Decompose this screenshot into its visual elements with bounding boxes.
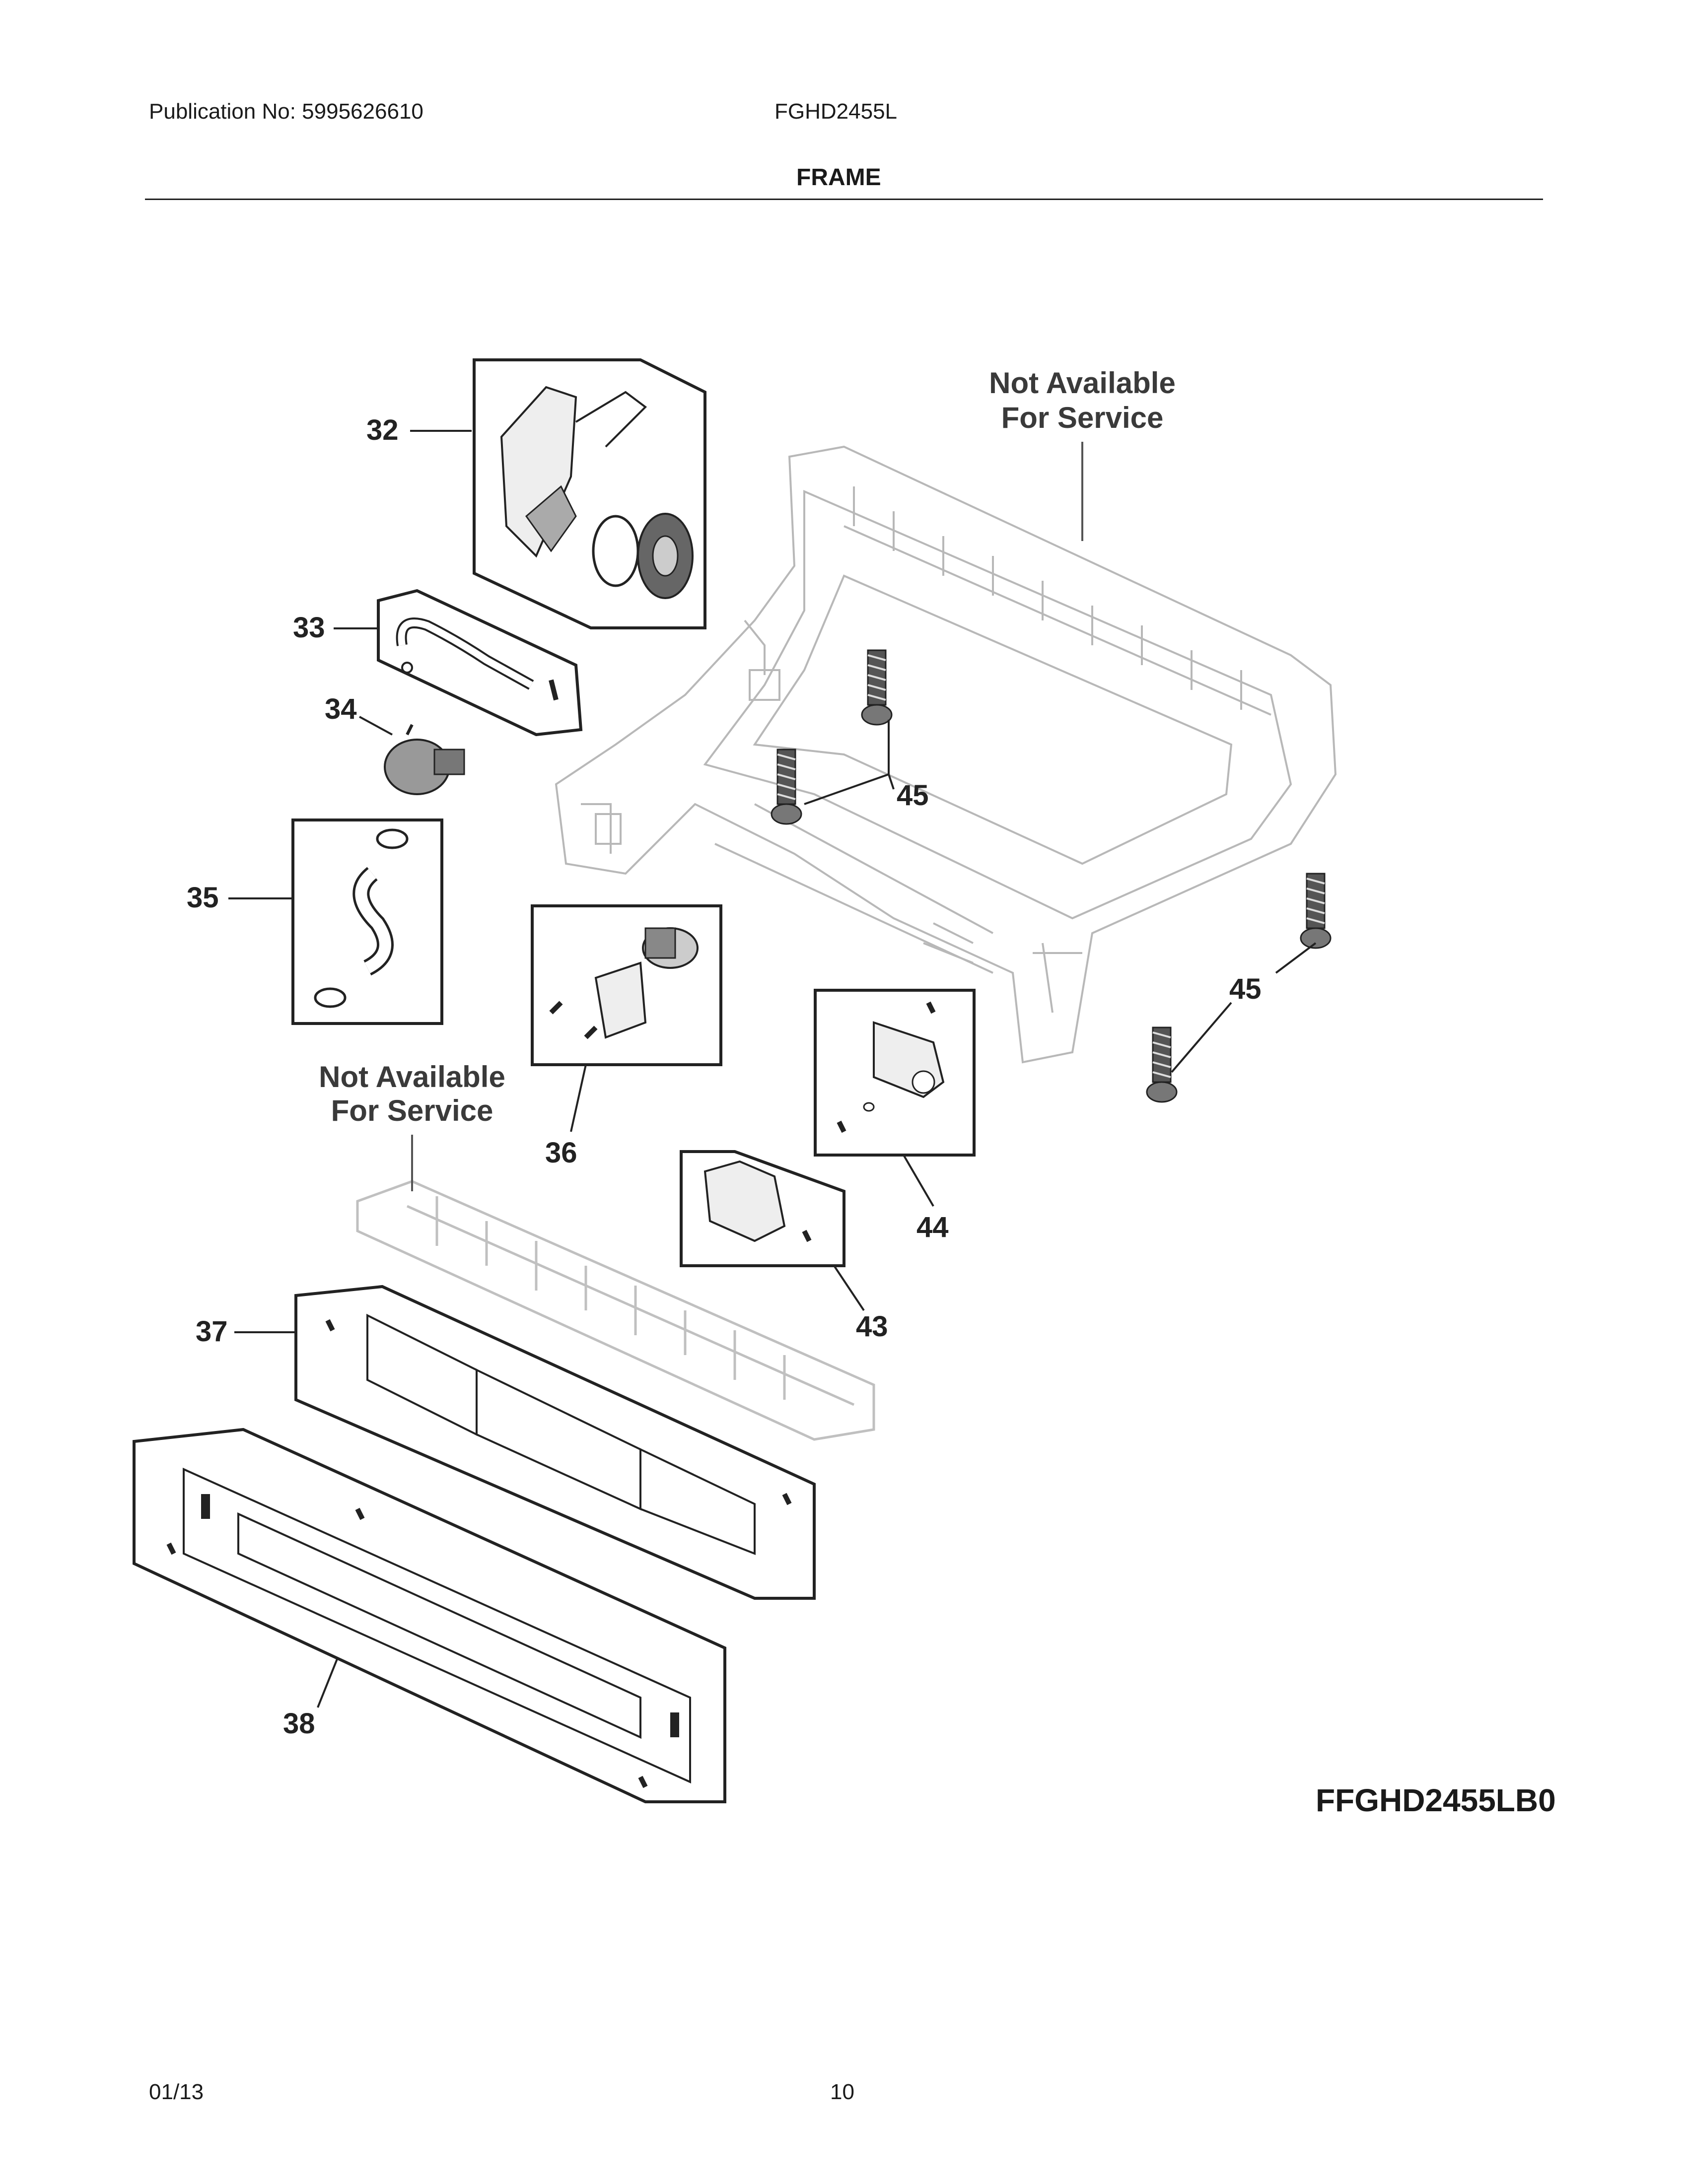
leveling-leg-1 (861, 649, 893, 726)
callout-43: 43 (856, 1310, 888, 1343)
part-38-box (133, 1428, 726, 1803)
part-32-box (473, 358, 706, 629)
callout-35: 35 (187, 882, 219, 914)
callout-45-upper: 45 (897, 779, 929, 812)
grille-not-available-line2: For Service (331, 1094, 493, 1127)
callout-32: 32 (366, 414, 399, 446)
leveling-leg-4 (1146, 1026, 1178, 1103)
callout-44-leader (903, 1154, 934, 1207)
callout-34-leader (359, 716, 393, 736)
callout-33: 33 (293, 612, 325, 644)
leg-leader-lines (804, 720, 1317, 1073)
footer-date: 01/13 (149, 2080, 204, 2104)
part-33-box (377, 589, 583, 737)
callout-43-leader (833, 1265, 865, 1311)
part-36-box (531, 904, 722, 1066)
model-number: FGHD2455L (774, 99, 898, 124)
part-35-box (291, 819, 443, 1025)
callout-36: 36 (545, 1137, 577, 1169)
page-title: FRAME (796, 164, 881, 191)
part-37-box (294, 1285, 816, 1600)
frame-not-available-line2: For Service (1001, 401, 1164, 434)
header-divider (145, 199, 1543, 200)
callout-36-leader (570, 1064, 587, 1132)
publication-number: Publication No: 5995626610 (149, 99, 423, 124)
callout-37: 37 (196, 1315, 228, 1348)
diagram-code: FFGHD2455LB0 (1316, 1782, 1556, 1818)
footer-page-number: 10 (830, 2080, 854, 2104)
callout-38: 38 (283, 1707, 315, 1740)
base-frame-illustration (555, 445, 1337, 1064)
part-44-box (814, 989, 976, 1157)
callout-38-leader (317, 1657, 339, 1708)
part-34-pressure-switch (384, 724, 465, 795)
callout-45-lower: 45 (1229, 973, 1262, 1005)
leveling-leg-3 (1300, 873, 1332, 949)
callout-44: 44 (916, 1211, 949, 1243)
callout-34: 34 (325, 693, 357, 725)
grille-not-available-line1: Not Available (319, 1060, 505, 1093)
leveling-leg-2 (771, 749, 802, 825)
part-43-box (680, 1150, 845, 1267)
frame-not-available-line1: Not Available (989, 366, 1176, 400)
